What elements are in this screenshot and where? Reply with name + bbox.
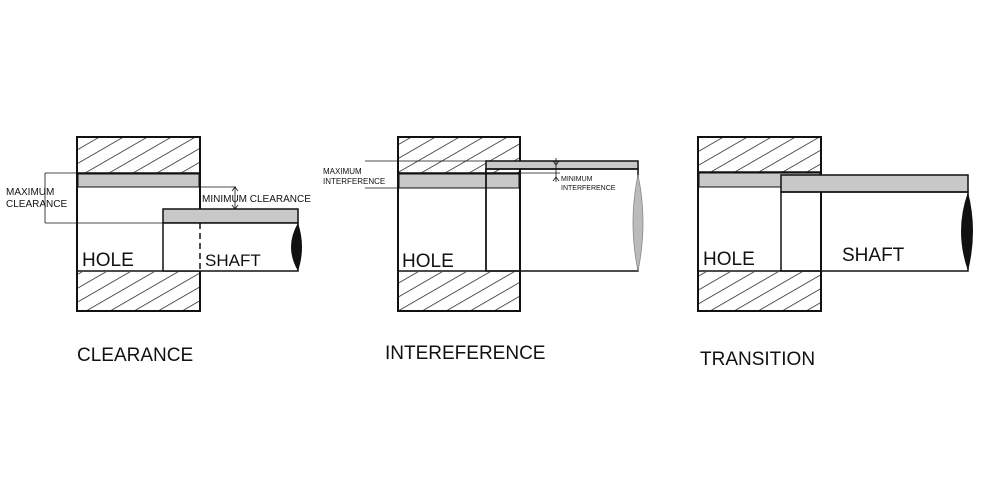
interference-hole-label: HOLE — [402, 251, 454, 272]
interference-max-label-line1: MAXIMUM — [323, 167, 362, 176]
interference-max-label-line2: INTERFERENCE — [323, 177, 385, 186]
transition-hole-label: HOLE — [703, 249, 755, 270]
clearance-min-label: MINIMUM CLEARANCE — [202, 194, 311, 205]
clearance-fit-figure: MAXIMUM CLEARANCE MINIMUM CLEARANCE HOLE… — [6, 136, 311, 366]
interference-min-label-line2: INTERFERENCE — [561, 185, 616, 192]
transition-shaft-break — [961, 192, 973, 271]
clearance-shaft-tolerance-band — [162, 208, 299, 224]
interference-hole-hatch-bottom — [399, 272, 519, 310]
interference-shaft-break — [632, 174, 644, 272]
clearance-shaft-body — [162, 222, 299, 272]
clearance-hole-label: HOLE — [82, 250, 134, 271]
transition-fit-figure: HOLE SHAFT TRANSITION — [697, 136, 973, 370]
transition-hole-hatch-top — [699, 138, 820, 172]
transition-caption: TRANSITION — [700, 349, 815, 370]
transition-shaft-tolerance-band — [780, 174, 969, 193]
interference-caption: INTEREFERENCE — [385, 343, 545, 364]
clearance-hole-tolerance-band — [77, 173, 200, 188]
interference-hole-tolerance-band — [398, 173, 520, 189]
clearance-caption: CLEARANCE — [77, 345, 193, 366]
interference-shaft-tolerance-band — [485, 160, 639, 170]
clearance-shaft-label: SHAFT — [205, 251, 261, 270]
clearance-max-label-line1: MAXIMUM — [6, 187, 54, 198]
clearance-hole-hatch-top — [78, 138, 199, 173]
clearance-shaft-break — [291, 223, 302, 271]
interference-fit-figure: MAXIMUM INTERFERENCE MINIMUM INTERFERENC… — [323, 136, 644, 364]
clearance-max-label-line2: CLEARANCE — [6, 199, 67, 210]
interference-min-label-line1: MINIMUM — [561, 176, 593, 183]
clearance-hole-hatch-bottom — [78, 272, 199, 310]
transition-shaft-label: SHAFT — [842, 245, 905, 266]
transition-hole-hatch-bottom — [699, 272, 820, 310]
